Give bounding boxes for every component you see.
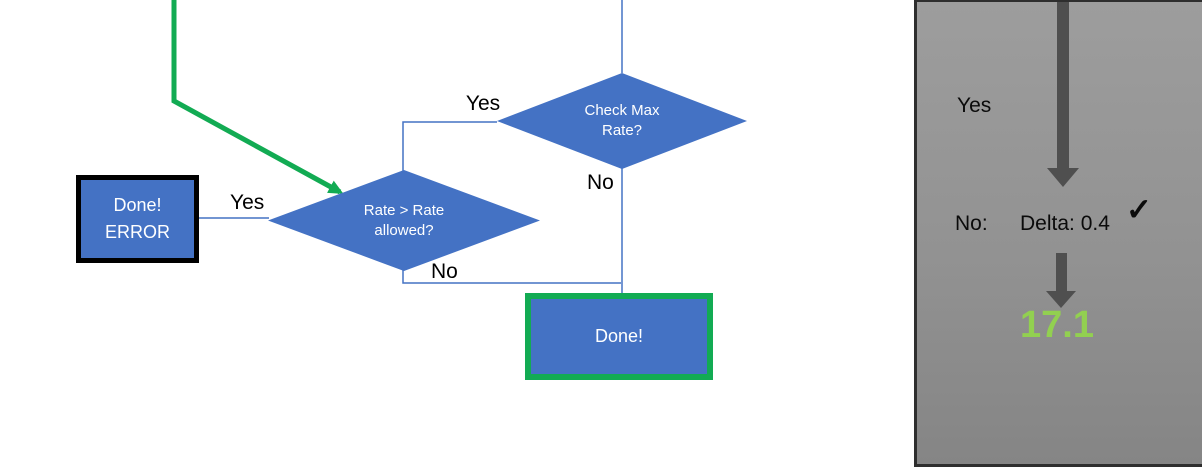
down-arrow-head-icon	[1046, 291, 1076, 308]
side-panel: Yes No: Delta: 0.4 ✓ 17.1	[914, 0, 1202, 467]
branch-label-rate-no: No	[431, 260, 458, 283]
panel-yes-label: Yes	[957, 94, 992, 117]
node-done-error: Done! ERROR	[76, 175, 199, 263]
down-arrow-icon	[1057, 2, 1069, 168]
decision-check-max-rate-label: Check Max Rate?	[584, 102, 660, 139]
branch-label-check-max-yes: Yes	[465, 92, 501, 115]
decision-rate-allowed-label: Rate > Rate allowed?	[363, 201, 445, 239]
down-arrow-icon	[1056, 253, 1067, 291]
panel-no-label: No:	[955, 212, 988, 235]
green-flow-arrow-icon	[171, 0, 344, 195]
node-done: Done!	[525, 293, 713, 380]
node-done-error-line2: ERROR	[104, 222, 170, 242]
node-done-error-line1: Done!	[113, 195, 162, 215]
branch-label-rate-yes: Yes	[230, 191, 265, 214]
panel-result-value: 17.1	[1020, 304, 1094, 346]
down-arrow-head-icon	[1047, 168, 1079, 187]
node-done-label: Done!	[594, 326, 644, 346]
checkmark-icon: ✓	[1126, 192, 1152, 227]
branch-label-check-max-no: No	[587, 171, 614, 194]
panel-delta-value: Delta: 0.4	[1020, 212, 1110, 235]
